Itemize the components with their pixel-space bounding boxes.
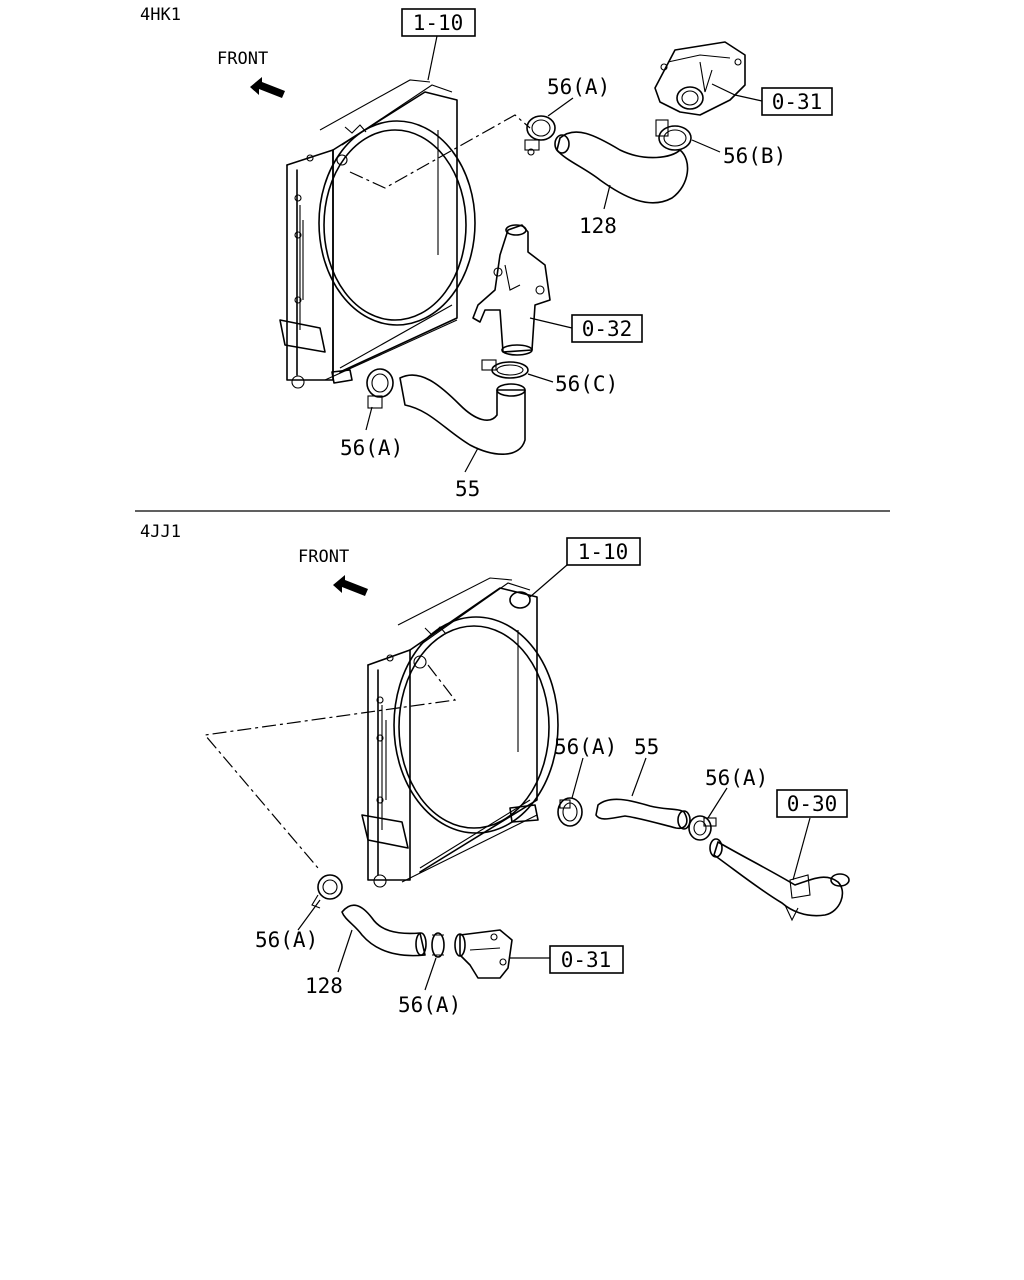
hose-end-oval [677,810,691,830]
callout: 56(A) [340,436,403,460]
water-outlet-0-32 [472,224,551,356]
radiator-shroud-drawing [361,577,559,888]
hose-55-lower [399,374,526,455]
hose-end-oval [554,134,570,154]
callout: 128 [579,214,617,238]
hose-128 [341,904,426,957]
link-line [203,664,457,869]
clamp-56a-upper [524,115,556,156]
front-arrow-icon [250,77,285,98]
clamp-56c [481,359,529,379]
clamp-56b [655,119,692,151]
front-arrow-icon [333,575,368,596]
ref-box [549,945,624,974]
ref-label: 0-31 [561,948,612,972]
clamp-56a [557,797,583,827]
radiator-shroud-drawing [279,79,476,389]
callout: 56(A) [705,766,768,790]
clamp-56a-lower [311,874,343,909]
clamp-56a-bottom [431,932,445,958]
engine-label-4hk1: 4HK1 [140,5,181,25]
callout: 56(A) [255,928,318,952]
leader-lines [365,35,763,473]
thermostat-housing-0-31 [454,929,513,979]
ref-label: 1-10 [413,11,464,35]
ref-box [401,8,476,37]
callout: 56(A) [547,75,610,99]
water-pipe-0-30 [709,838,850,922]
ref-box [571,314,643,343]
engine-label-4jj1: 4JJ1 [140,522,181,542]
front-label: FRONT [217,49,268,69]
hose-end-oval [415,932,427,956]
ref-box [776,789,848,818]
ref-label: 1-10 [578,540,629,564]
section-4hk1: 4HK1 FRONT [140,5,833,501]
ref-box [566,537,641,566]
callout: 56(A) [398,993,461,1017]
ref-label: 0-31 [772,90,823,114]
thermostat-housing-0-31 [654,41,746,116]
callout: 56(C) [555,372,618,396]
hose-128-upper [556,131,689,204]
callout: 56(A) [554,735,617,759]
callout: 56(B) [723,144,786,168]
callout: 55 [455,477,480,501]
ref-label: 0-32 [582,317,633,341]
callout: 128 [305,974,343,998]
callout: 55 [634,735,659,759]
hose-55 [595,798,688,830]
link-line [349,114,531,189]
leader-lines [297,564,811,991]
section-4jj1: 4JJ1 FRONT [140,522,850,1017]
ref-label: 0-30 [787,792,838,816]
front-label: FRONT [298,547,349,567]
ref-box [761,87,833,116]
clamp-56a-lower [366,368,394,409]
hose-end-oval [496,383,526,397]
clamp-56a [688,815,717,841]
